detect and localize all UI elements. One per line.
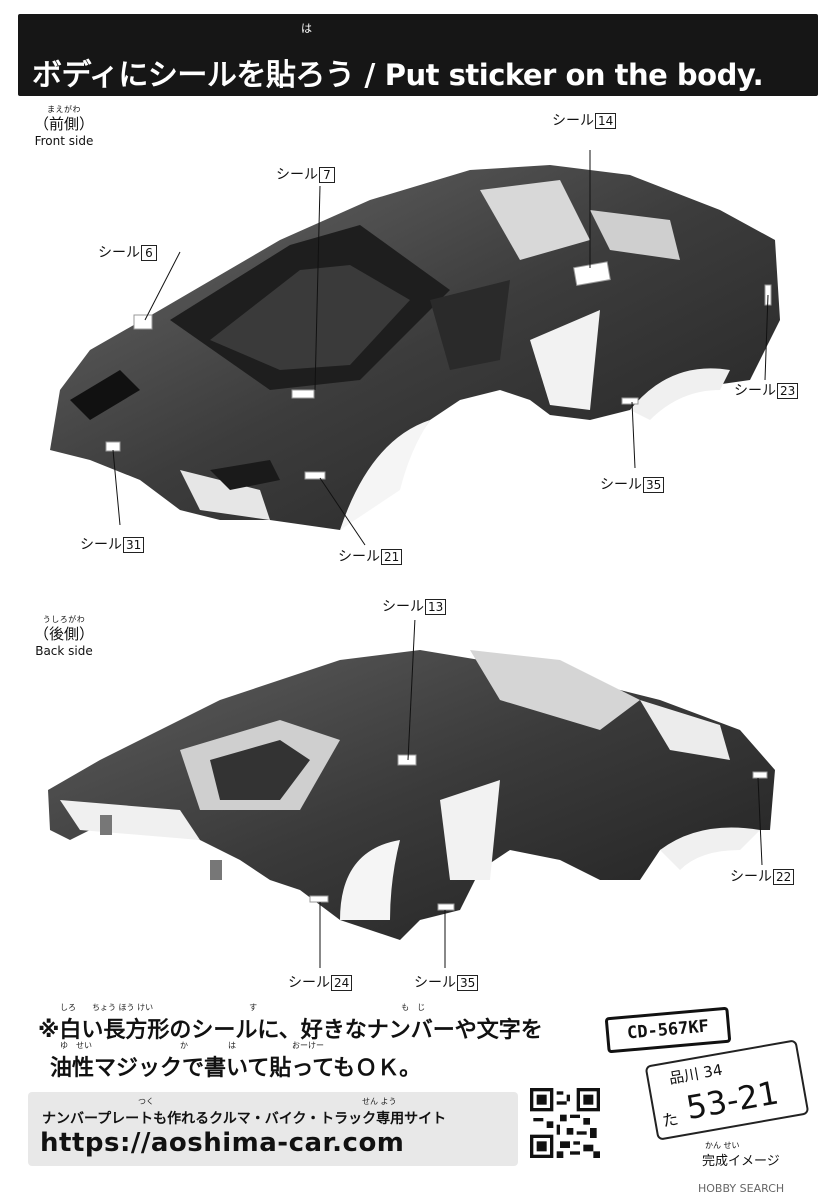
title-en: Put sticker on the body. [384,58,764,92]
plate-kana: た [660,1109,680,1131]
watermark-logo: HOBBY SEARCH [698,1182,785,1195]
back-label-jp: （後側） [33,625,94,643]
header-banner: は ボディにシールを貼ろう / Put sticker on the body. [18,14,818,96]
note-line-1: ※白い長方形のシールに、好きなナンバーや文字を [38,1018,543,1043]
front-label-jp: （前側） [33,115,94,133]
caption-furigana: かん せい [705,1141,740,1150]
back-furigana: うしろがわ [42,615,86,624]
back-label-en: Back side [35,644,93,658]
website-url-link[interactable]: https://aoshima-car.com [40,1128,405,1158]
completion-image-caption: 完成イメージ [702,1154,780,1169]
banner-text: ナンバープレートも作れるクルマ・バイク・トラック専用サイト [42,1111,447,1127]
title-jp: ボディにシールを貼ろう [32,58,355,93]
front-car-illustration [50,150,780,546]
title-separator: / [354,58,385,93]
back-car-illustration [48,620,775,968]
back-side-label: うしろがわ （後側） Back side [28,614,100,659]
banner-furigana: つく せん よう [138,1097,397,1106]
page-title: ボディにシールを貼ろう / Put sticker on the body. [32,50,764,94]
note-line-2: 油性マジックで書いて貼ってもＯＫ。 [50,1056,422,1081]
website-banner: つく せん よう ナンバープレートも作れるクルマ・バイク・トラック専用サイト h… [28,1092,518,1166]
front-side-label: まえがわ （前側） Front side [32,104,96,149]
front-label-en: Front side [34,134,94,148]
qr-code-icon[interactable] [530,1088,600,1158]
license-plate-large: 品川 34 た 53-21 [644,1039,810,1141]
header-ruby: は [301,22,312,35]
note-furigana-2: ゆ せい か は おーけー [60,1041,324,1050]
front-furigana: まえがわ [47,105,81,114]
note-furigana-1: しろ ちょう ほう けい す も じ [60,1003,426,1012]
license-plate-small: CD-567KF [604,1006,732,1054]
